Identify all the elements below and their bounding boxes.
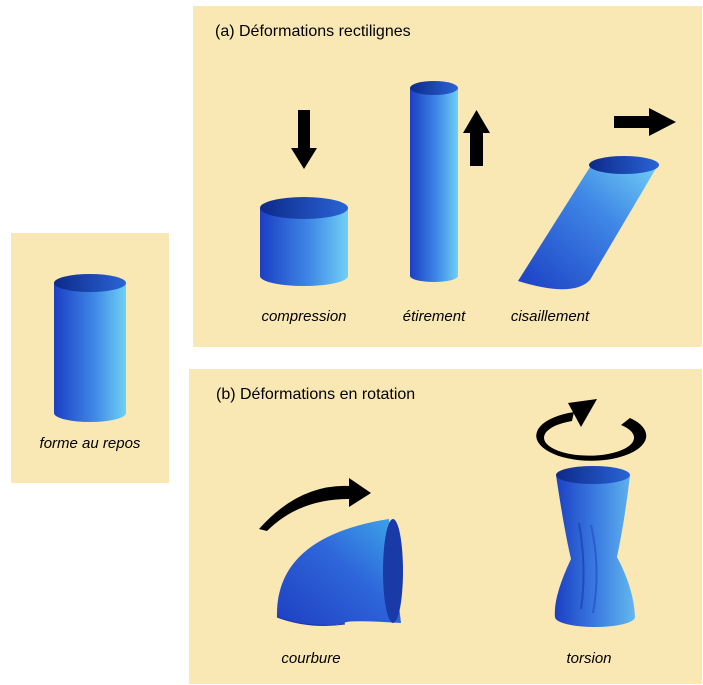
rotation-panel: (b) Déformations en rotation [189,369,702,684]
shear-cylinder [518,156,659,290]
circular-arrow-icon [536,399,647,461]
rest-caption: forme au repos [39,435,141,452]
shear-caption: cisaillement [510,308,590,325]
compression-cylinder [260,197,348,286]
rectilinear-title: (a) Déformations rectilignes [215,23,411,40]
rest-panel: forme au repos [11,233,169,483]
arrow-right-icon [614,108,676,136]
curved-arrow-icon [259,478,371,531]
rectilinear-panel: (a) Déformations rectilignes [193,6,702,347]
rotation-drawing [259,399,647,627]
torsion-caption: torsion [566,650,612,667]
torsion-cylinder [554,466,635,627]
stretching-cylinder [410,81,458,282]
stretching-caption: étirement [402,308,466,325]
rectilinear-drawing [260,81,676,290]
rest-cylinder [54,274,126,422]
arrow-up-icon [463,110,490,166]
compression-caption: compression [261,308,347,325]
arrow-down-icon [291,110,317,169]
bending-elbow [276,519,403,626]
bending-caption: courbure [281,650,341,667]
rotation-title: (b) Déformations en rotation [216,386,416,403]
